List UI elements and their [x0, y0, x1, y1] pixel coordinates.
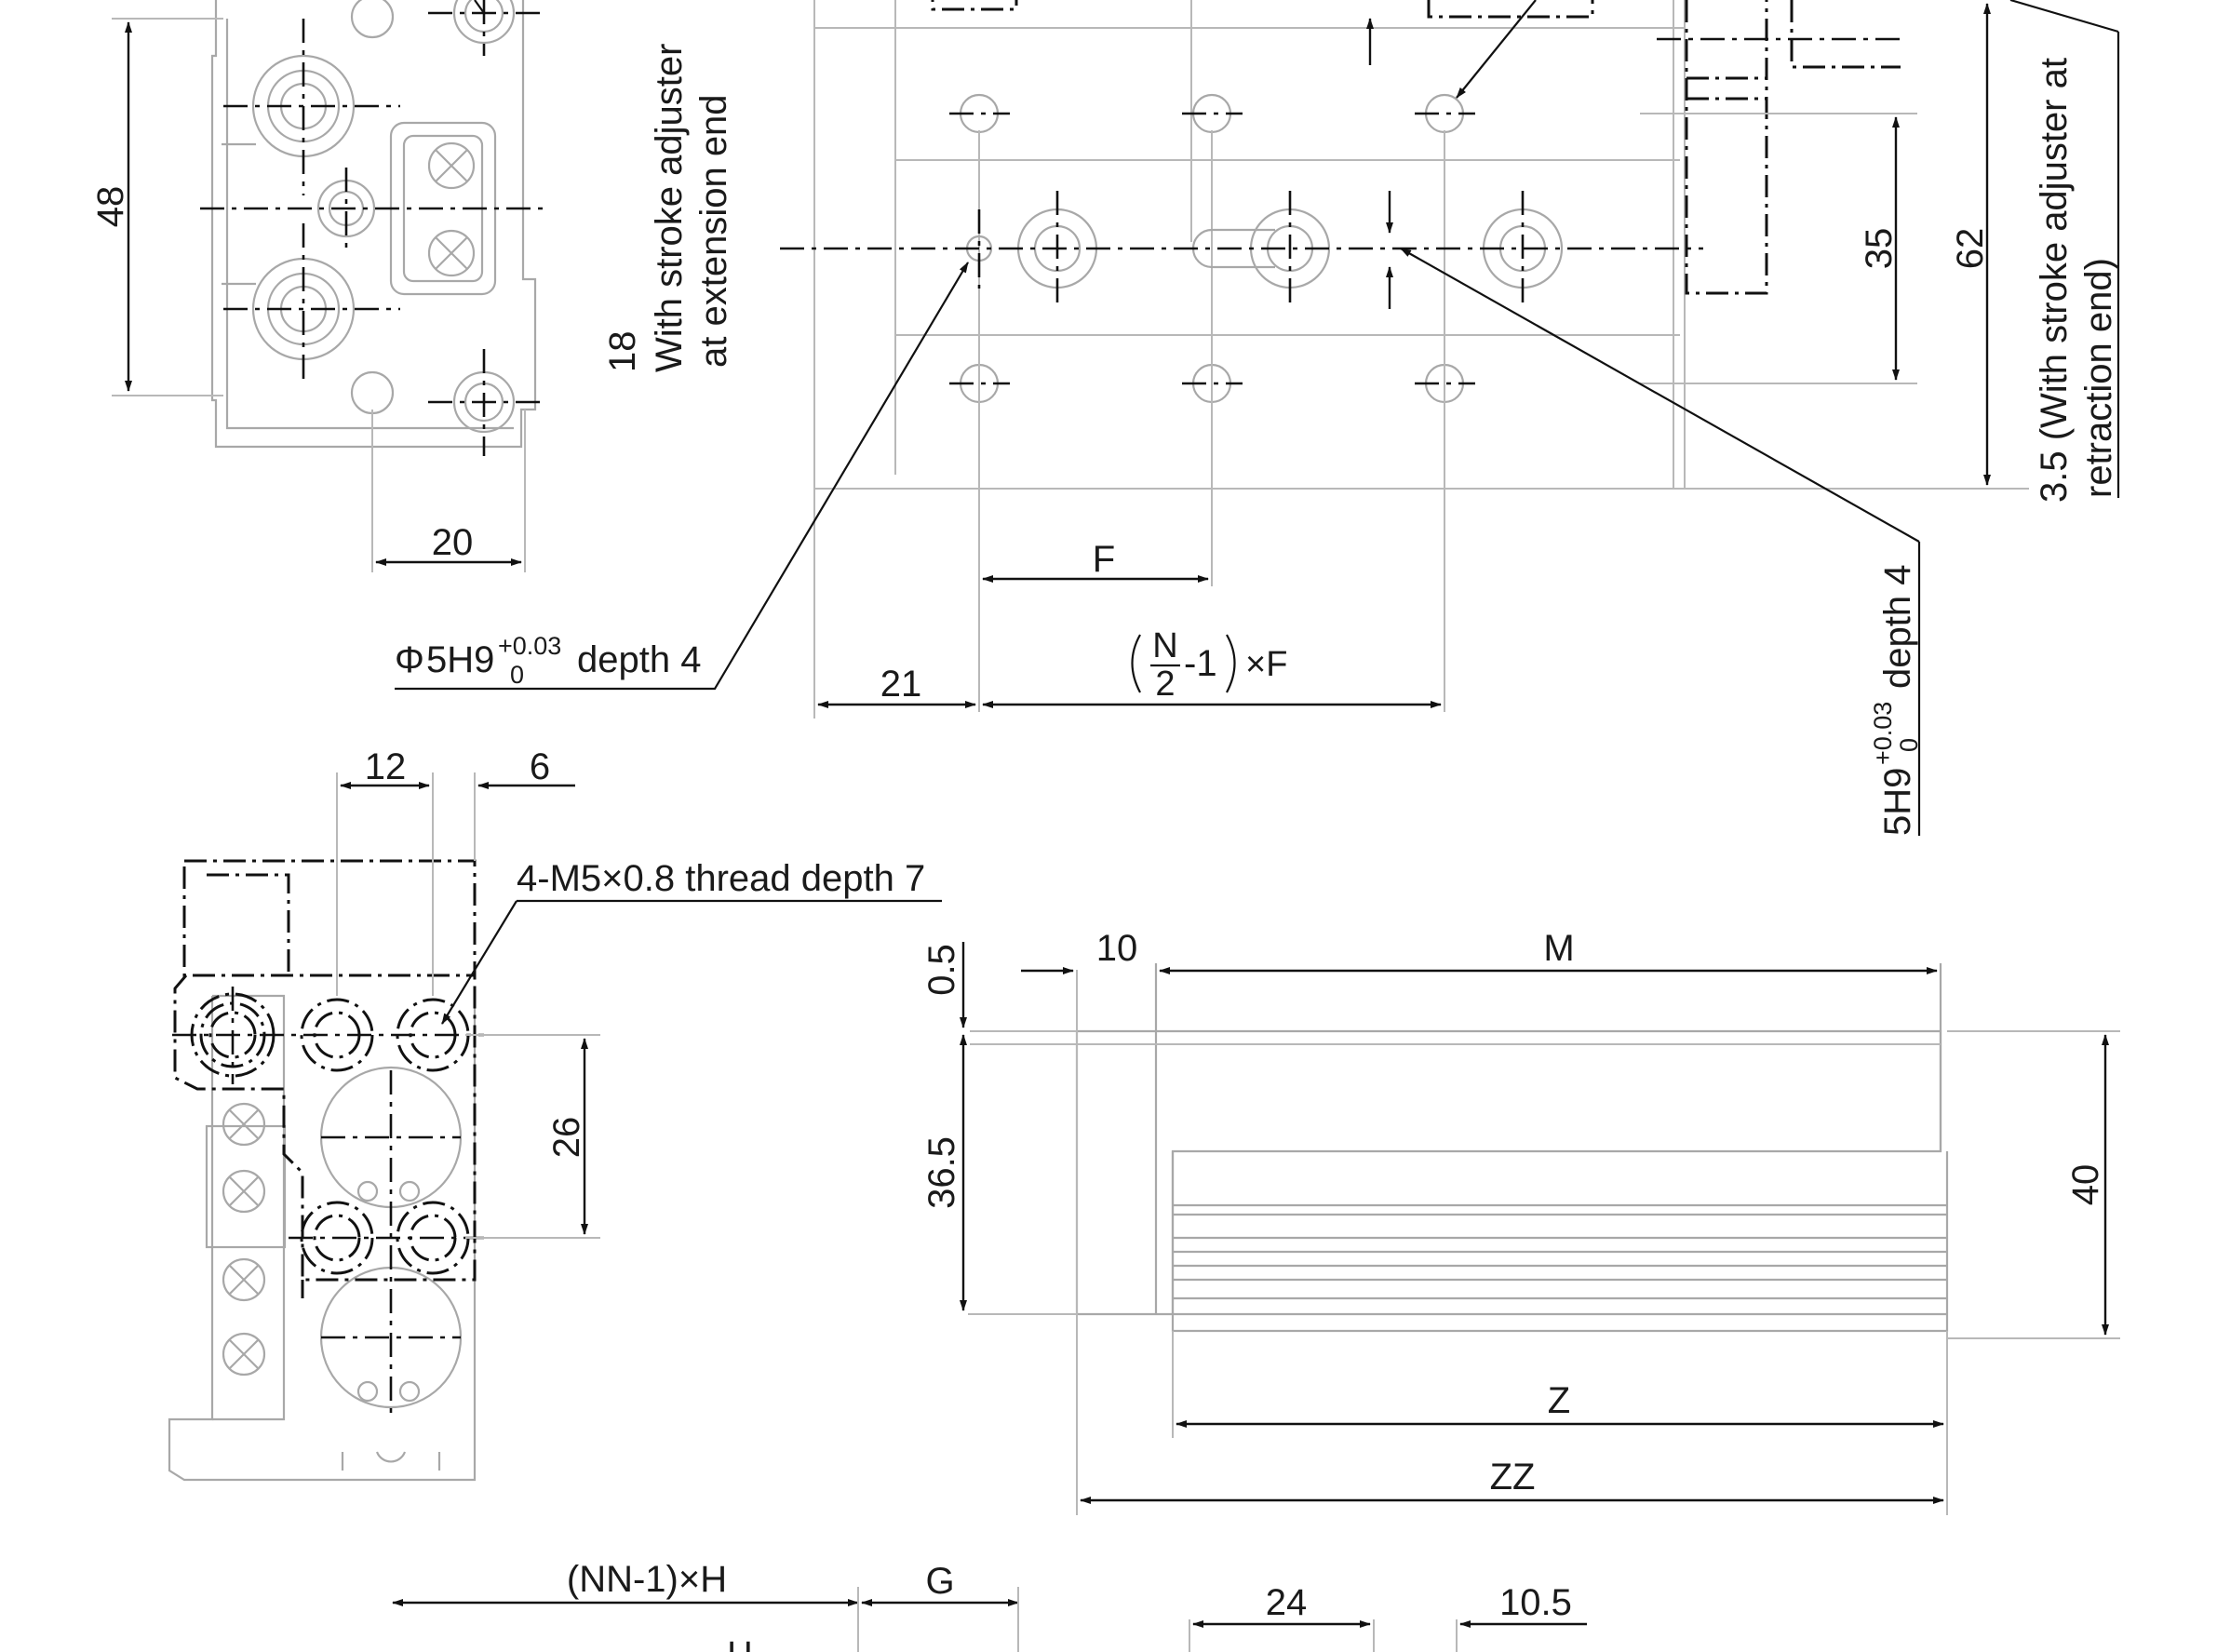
stroke-ret-line2: retraction end) — [2078, 258, 2119, 498]
dim-nn-minus1-times-h: (NN-1)×H — [567, 1559, 727, 1600]
dim-12: 12 — [365, 746, 407, 787]
dim-18: 18 — [602, 331, 643, 373]
slot-callout: 5H9 +0.03 0 depth 4 — [1869, 565, 1923, 836]
thread-callout: 4-M5×0.8 thread depth 7 — [517, 858, 925, 899]
dim-24: 24 — [1266, 1582, 1308, 1623]
dim-21: 21 — [880, 664, 922, 705]
svg-text:5H9: 5H9 — [426, 639, 494, 680]
svg-text:Φ: Φ — [395, 639, 424, 680]
side-view — [960, 942, 2120, 1515]
dim-ZZ: ZZ — [1490, 1457, 1536, 1498]
dim-Z: Z — [1548, 1380, 1570, 1421]
stroke-ext-line1: With stroke adjuster — [649, 44, 690, 372]
end-view-top — [112, 0, 549, 572]
svg-text:0: 0 — [1895, 738, 1923, 752]
stroke-ext-line2: at extension end — [693, 94, 734, 368]
svg-text:0: 0 — [510, 661, 524, 689]
dim-36-5: 36.5 — [921, 1136, 962, 1209]
svg-text:5H9: 5H9 — [1877, 768, 1918, 836]
top-view — [395, 0, 2120, 836]
dim-10-5: 10.5 — [1499, 1582, 1572, 1623]
svg-text:depth 4: depth 4 — [1877, 565, 1918, 689]
svg-text:×F: ×F — [1245, 645, 1287, 684]
bottom-dimensions — [392, 1587, 1587, 1652]
phi-hole-callout: Φ 5H9 +0.03 0 depth 4 — [395, 632, 701, 689]
dim-0-5: 0.5 — [921, 944, 962, 996]
dim-F: F — [1093, 539, 1115, 580]
dim-48: 48 — [90, 186, 131, 228]
dim-62: 62 — [1950, 228, 1991, 270]
dim-n-half-minus1-times-f: N 2 -1 ×F — [1131, 626, 1287, 704]
dim-6: 6 — [530, 746, 550, 787]
dim-26: 26 — [546, 1117, 587, 1159]
svg-text:+0.03: +0.03 — [1869, 702, 1897, 765]
stroke-ret-line1: 3.5 (With stroke adjuster at — [2034, 58, 2075, 503]
svg-text:depth 4: depth 4 — [577, 639, 701, 680]
svg-text:+0.03: +0.03 — [498, 632, 561, 660]
svg-text:-1: -1 — [1184, 643, 1217, 684]
dim-G: G — [925, 1561, 954, 1602]
dim-H: H — [727, 1635, 752, 1652]
dim-35: 35 — [1859, 228, 1900, 270]
dim-M: M — [1543, 928, 1574, 969]
dim-10: 10 — [1096, 928, 1138, 969]
dim-20: 20 — [432, 522, 474, 563]
svg-text:N: N — [1152, 626, 1177, 665]
dim-40: 40 — [2065, 1164, 2106, 1206]
svg-text:2: 2 — [1155, 665, 1175, 704]
end-view-bottom — [168, 772, 942, 1482]
